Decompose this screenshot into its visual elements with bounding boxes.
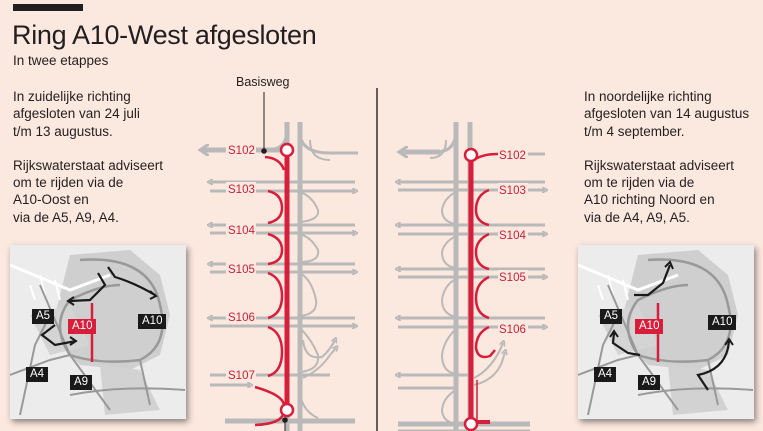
left-exit-label: S103 xyxy=(228,184,255,196)
map-graphic xyxy=(578,245,754,419)
left-info-line: In zuidelijke richting xyxy=(13,89,131,104)
route-tag-a5: A5 xyxy=(32,309,55,324)
left-advice-line: A10-Oost en xyxy=(13,192,89,208)
left-advice-line: via de A5, A9, A4. xyxy=(13,209,119,225)
route-tag-a10: A10 xyxy=(138,314,167,329)
left-advice-line: Rijkswaterstaat adviseert xyxy=(13,157,164,173)
right-exit-label: S102 xyxy=(499,150,526,162)
left-exit-label: S105 xyxy=(228,264,255,276)
basisweg-callout-label: Basisweg xyxy=(236,75,290,89)
left-exit-label: S106 xyxy=(228,312,255,324)
route-tag-a9: A9 xyxy=(638,375,661,390)
route-tag-a9: A9 xyxy=(70,375,93,390)
right-exit-label: S106 xyxy=(499,324,526,336)
left-info-line: t/m 13 augustus. xyxy=(13,123,113,139)
left-advice-line: om te rijden via de xyxy=(13,175,124,191)
route-tag-a10: A10 xyxy=(708,315,737,330)
closed-route-tag-a10: A10 xyxy=(68,319,97,334)
route-tag-a4: A4 xyxy=(594,367,617,382)
right-exit-label: S104 xyxy=(499,230,526,242)
left-info-text: In zuidelijke richting afgesloten van 24… xyxy=(13,88,163,226)
page-title: Ring A10-West afgesloten xyxy=(12,20,317,50)
right-advice-line: via de A4, A9, A5. xyxy=(584,209,690,225)
route-tag-a4: A4 xyxy=(26,367,49,382)
map-graphic xyxy=(10,245,186,419)
page-subtitle: In twee etappes xyxy=(13,53,109,68)
header-accent-bar xyxy=(13,4,83,11)
right-info-line: afgesloten van 14 augustus xyxy=(584,106,750,122)
right-exit-label: S105 xyxy=(499,272,526,284)
left-exit-label: S102 xyxy=(228,145,255,157)
right-advice-line: om te rijden via de xyxy=(584,175,695,191)
left-exit-label: S107 xyxy=(228,370,255,382)
right-advice-line: Rijkswaterstaat adviseert xyxy=(584,157,735,173)
right-info-line: In noordelijke richting xyxy=(584,89,712,104)
closed-route-tag-a10: A10 xyxy=(635,319,664,334)
left-info-line: afgesloten van 24 juli xyxy=(13,106,140,122)
right-advice-line: A10 richting Noord en xyxy=(584,192,715,208)
right-route-map: A5 A10 A10 A4 A9 xyxy=(578,245,754,419)
route-tag-a5: A5 xyxy=(600,309,623,324)
right-info-text: In noordelijke richting afgesloten van 1… xyxy=(584,88,749,226)
left-route-map: A5 A10 A10 A4 A9 xyxy=(10,245,186,419)
left-exit-label: S104 xyxy=(228,225,255,237)
right-info-line: t/m 4 september. xyxy=(584,123,685,139)
right-exit-label: S103 xyxy=(499,185,526,197)
